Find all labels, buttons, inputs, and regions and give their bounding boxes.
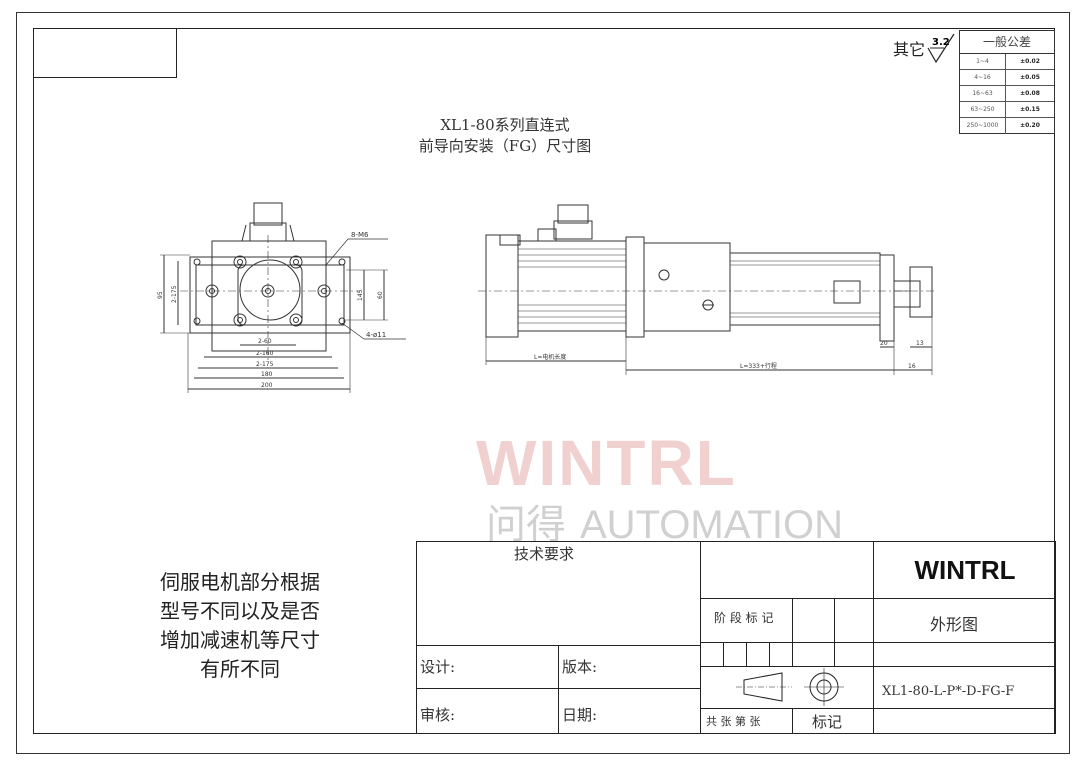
tb-line bbox=[746, 642, 747, 666]
tb-line bbox=[700, 666, 1056, 667]
tb-line bbox=[834, 598, 835, 666]
sheet-count-label: 共 张 第 张 bbox=[706, 715, 761, 728]
tb-line bbox=[700, 708, 1056, 709]
roughness-value: 3.2 bbox=[932, 37, 950, 48]
roughness-label: 其它 bbox=[893, 40, 926, 59]
dim-label: 20 bbox=[880, 340, 888, 347]
date-label: 日期: bbox=[562, 706, 598, 724]
dim-label: 200 bbox=[261, 382, 273, 389]
tol-range: 4~16 bbox=[960, 70, 1006, 85]
bolt-callout: 8-M6 bbox=[351, 231, 369, 239]
tolerance-header: 一般公差 bbox=[960, 31, 1054, 54]
roughness-symbol-icon: 3.2 bbox=[927, 33, 955, 64]
tol-range: 63~250 bbox=[960, 102, 1006, 117]
dim-label: L=电机长度 bbox=[534, 353, 566, 361]
tolerance-row: 1~4 ±0.02 bbox=[960, 54, 1054, 70]
tb-line bbox=[769, 642, 770, 666]
note-line: 增加减速机等尺寸 bbox=[160, 628, 320, 652]
tol-value: ±0.15 bbox=[1020, 106, 1040, 113]
model-number: XL1-80-L-P*-D-FG-F bbox=[882, 684, 1015, 699]
tolerance-row: 250~1000 ±0.20 bbox=[960, 118, 1054, 134]
front-view-drawing: 8-M6 4-ø11 2-60 2-160 2-175 180 200 95 2… bbox=[157, 202, 406, 393]
hole-callout: 4-ø11 bbox=[366, 331, 386, 339]
dim-label: 180 bbox=[261, 371, 273, 378]
drawing-title-line2: 前导向安装（FG）尺寸图 bbox=[418, 137, 592, 155]
dim-label: 2-175 bbox=[171, 285, 178, 303]
dim-label: 16 bbox=[908, 363, 916, 370]
dim-label: 2-60 bbox=[258, 338, 272, 345]
watermark-sub: 问得 AUTOMATION bbox=[486, 492, 843, 550]
side-view-drawing: L=电机长度 L=333+行程 20 13 16 bbox=[478, 204, 936, 375]
tol-range: 1~4 bbox=[960, 54, 1006, 69]
tech-requirements-label: 技术要求 bbox=[514, 545, 575, 563]
tol-value: ±0.02 bbox=[1020, 58, 1040, 65]
tol-value: ±0.08 bbox=[1020, 90, 1040, 97]
tb-line bbox=[700, 598, 1056, 599]
tolerance-table: 一般公差 1~4 ±0.02 4~16 ±0.05 16~63 ±0.08 63~25… bbox=[959, 30, 1055, 134]
tol-range: 250~1000 bbox=[960, 118, 1006, 134]
projection-symbol-icon bbox=[736, 668, 844, 706]
dim-label: L=333+行程 bbox=[740, 362, 777, 370]
watermark-cn: 问得 bbox=[486, 502, 566, 548]
tb-line bbox=[792, 598, 793, 666]
tolerance-row: 16~63 ±0.08 bbox=[960, 86, 1054, 102]
watermark-brand: WINTRL bbox=[476, 427, 737, 499]
mark-label: 标记 bbox=[812, 713, 843, 731]
drawing-sheet-border bbox=[16, 12, 1070, 754]
tb-line bbox=[873, 541, 874, 734]
tol-value: ±0.20 bbox=[1020, 122, 1040, 129]
title-block bbox=[416, 541, 1056, 734]
dim-label: 13 bbox=[916, 340, 924, 347]
note-line: 型号不同以及是否 bbox=[160, 599, 320, 623]
tb-line bbox=[558, 645, 559, 734]
stage-mark-label: 阶 段 标 记 bbox=[714, 611, 774, 625]
tolerance-row: 63~250 ±0.15 bbox=[960, 102, 1054, 118]
drawing-title-line1: XL1-80系列直连式 bbox=[440, 116, 570, 134]
note-line: 伺服电机部分根据 bbox=[160, 570, 320, 594]
watermark-automation: AUTOMATION bbox=[580, 503, 843, 547]
tb-line bbox=[723, 642, 724, 666]
designer-label: 设计: bbox=[420, 658, 456, 676]
dim-label: 95 bbox=[157, 291, 164, 299]
tb-line bbox=[700, 642, 1056, 643]
corner-code-box bbox=[33, 28, 177, 78]
tol-value: ±0.05 bbox=[1020, 74, 1040, 81]
brand-logo: WINTRL bbox=[914, 555, 1016, 585]
tb-line bbox=[700, 541, 701, 734]
tol-range: 16~63 bbox=[960, 86, 1006, 101]
dim-label: 2-160 bbox=[256, 350, 274, 357]
motor-note: 伺服电机部分根据 型号不同以及是否 增加减速机等尺寸 有所不同 bbox=[110, 568, 370, 684]
tolerance-row: 4~16 ±0.05 bbox=[960, 70, 1054, 86]
version-label: 版本: bbox=[562, 658, 598, 676]
dim-label: 145 bbox=[357, 289, 364, 301]
note-line: 有所不同 bbox=[200, 657, 280, 681]
drawing-type-label: 外形图 bbox=[930, 615, 979, 634]
reviewer-label: 审核: bbox=[420, 706, 456, 724]
dim-label: 60 bbox=[377, 291, 384, 299]
tb-line bbox=[792, 708, 793, 734]
dim-label: 2-175 bbox=[256, 361, 274, 368]
